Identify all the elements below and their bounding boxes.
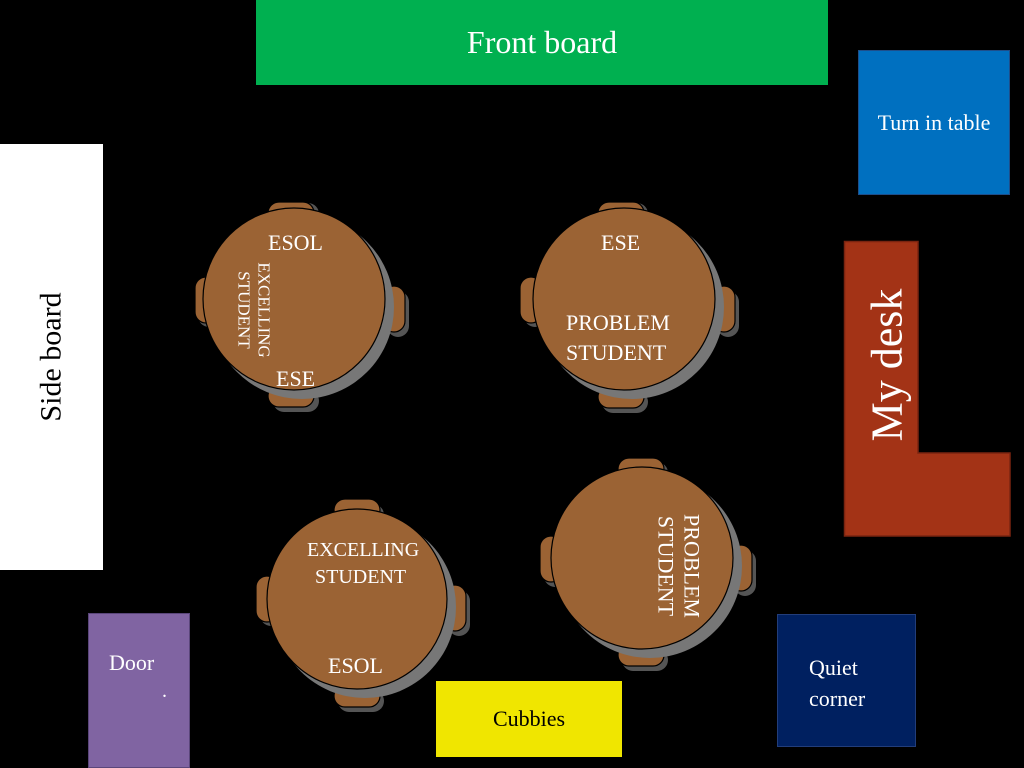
quiet-corner: Quiet corner bbox=[777, 614, 916, 747]
student-table-1: ESOL EXCELLING STUDENT ESE bbox=[190, 195, 415, 420]
door: Door . bbox=[88, 613, 190, 768]
table-1-side-label-line1: EXCELLING bbox=[254, 262, 274, 358]
table-4-side-label: PROBLEM STUDENT bbox=[652, 514, 705, 618]
cubbies: Cubbies bbox=[436, 681, 622, 757]
turn-in-table: Turn in table bbox=[858, 50, 1010, 195]
door-label: Door bbox=[109, 650, 155, 675]
table-3-bottom-label: ESOL bbox=[328, 653, 383, 678]
student-table-4: PROBLEM STUDENT bbox=[535, 452, 760, 677]
table-1-side-label-line2: STUDENT bbox=[234, 271, 253, 349]
quiet-corner-label-line1: Quiet bbox=[809, 655, 858, 680]
turn-in-table-label: Turn in table bbox=[877, 109, 991, 135]
front-board: Front board bbox=[256, 0, 828, 85]
front-board-label: Front board bbox=[466, 24, 618, 60]
round-table-icon bbox=[539, 457, 756, 671]
my-desk bbox=[843, 240, 1011, 537]
table-4-side-label-line2: STUDENT bbox=[653, 515, 678, 617]
round-table-icon bbox=[194, 201, 409, 412]
my-desk-label: My desk bbox=[862, 288, 912, 442]
table-1-side-label: EXCELLING STUDENT bbox=[233, 262, 274, 358]
table-2-center-label-line1: PROBLEM bbox=[566, 310, 670, 335]
round-table-icon bbox=[255, 498, 470, 712]
round-table-icon bbox=[519, 201, 739, 413]
cubbies-label: Cubbies bbox=[492, 706, 566, 731]
side-board: Side board bbox=[0, 144, 103, 570]
student-table-3: EXCELLING STUDENT ESOL bbox=[250, 492, 475, 717]
table-4-side-label-line1: PROBLEM bbox=[679, 514, 705, 618]
side-board-label: Side board bbox=[34, 292, 68, 422]
table-3-center-label-line2: STUDENT bbox=[315, 566, 407, 588]
door-mark: . bbox=[162, 680, 167, 702]
table-1-bottom-label: ESE bbox=[276, 366, 316, 391]
table-2-center-label-line2: STUDENT bbox=[566, 340, 667, 365]
student-table-2: ESE PROBLEM STUDENT bbox=[515, 195, 740, 420]
quiet-corner-label-line2: corner bbox=[809, 686, 866, 711]
table-2-top-label: ESE bbox=[601, 230, 641, 255]
table-3-center-label-line1: EXCELLING bbox=[307, 539, 420, 561]
table-1-top-label: ESOL bbox=[268, 230, 323, 255]
